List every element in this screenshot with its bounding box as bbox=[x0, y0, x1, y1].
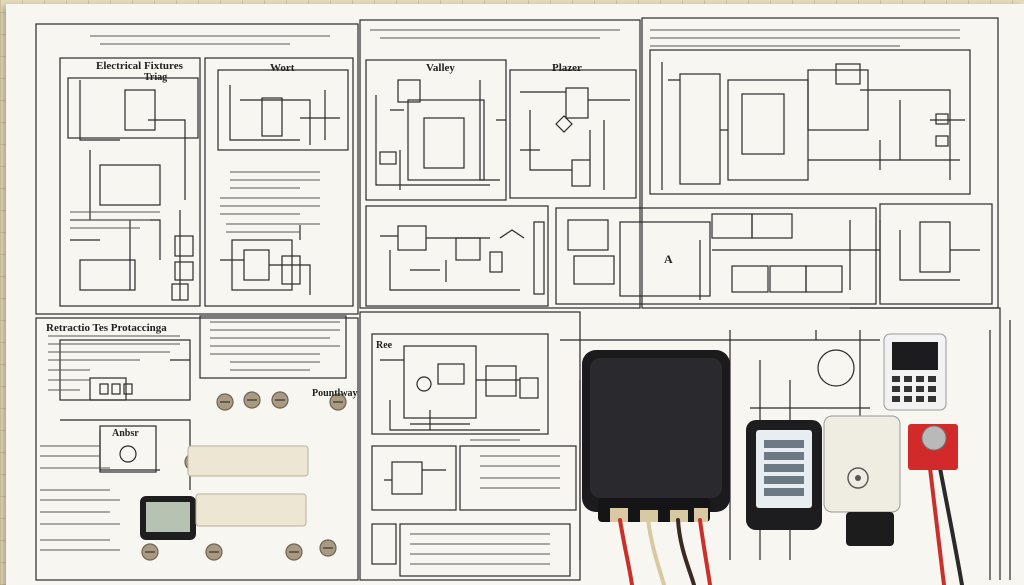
keypad-device bbox=[883, 333, 947, 411]
key bbox=[916, 386, 924, 392]
key bbox=[904, 376, 912, 382]
terminal-block bbox=[187, 445, 309, 527]
key bbox=[928, 396, 936, 402]
controller-box bbox=[582, 350, 730, 522]
key bbox=[892, 386, 900, 392]
box-letter: A bbox=[664, 252, 673, 266]
lcd-module bbox=[140, 496, 196, 540]
panel-title: Ree bbox=[376, 340, 393, 351]
red-button bbox=[908, 424, 958, 470]
panel-title: Valley bbox=[426, 62, 455, 74]
key bbox=[904, 396, 912, 402]
key bbox=[928, 386, 936, 392]
panel-title: Retractio Tes Protaccinga bbox=[46, 322, 167, 334]
panel-title: Electrical Fixtures bbox=[96, 60, 183, 72]
panel-subtitle: Triag bbox=[144, 72, 168, 83]
key bbox=[928, 376, 936, 382]
panel-title: Plazer bbox=[552, 62, 582, 74]
panel-title: Wort bbox=[270, 62, 295, 74]
panel-title: Pountlway bbox=[312, 388, 358, 399]
sensor-module bbox=[823, 415, 901, 546]
key bbox=[916, 396, 924, 402]
key bbox=[904, 386, 912, 392]
key bbox=[892, 376, 900, 382]
phone-device bbox=[746, 420, 822, 530]
key bbox=[916, 376, 924, 382]
key bbox=[892, 396, 900, 402]
panel-title: Anbsr bbox=[112, 428, 139, 439]
